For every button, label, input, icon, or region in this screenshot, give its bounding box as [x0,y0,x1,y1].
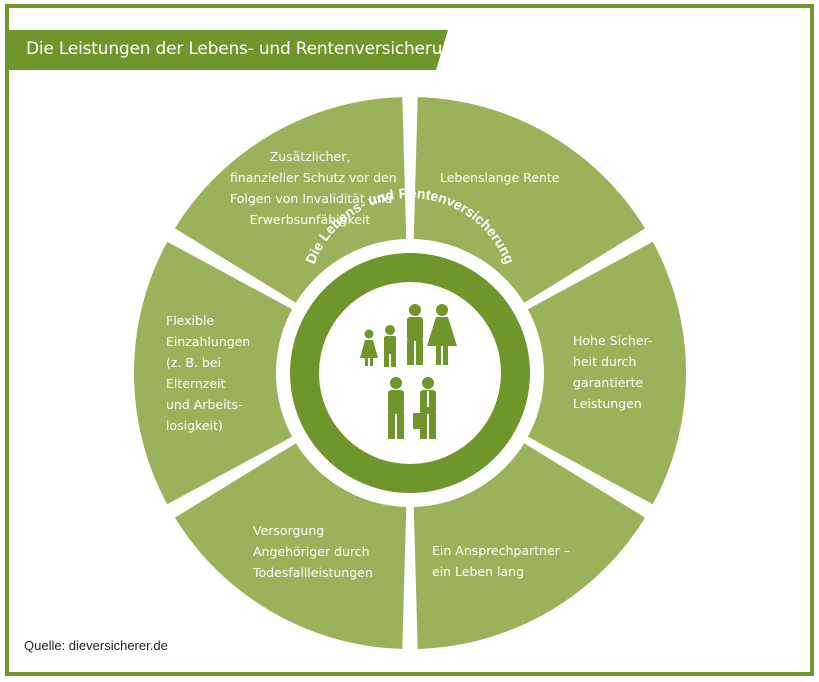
segment-label-dependents: Versorgung Angehöriger durch Todesfallle… [253,523,373,580]
segment-flexible [134,241,410,505]
business-people-icon [388,377,436,439]
title-banner [8,30,448,70]
segment-label-flexible: Flexible Einzahlungen (z. B. bei Elternz… [166,313,251,433]
family-icon [360,304,457,367]
source-note: Quelle: dieversicherer.de [24,638,168,653]
segment-label-security: Hohe Sicher- heit durch garantierte Leis… [573,333,653,411]
segment-label-contact: Ein Ansprechpartner – ein Leben lang [432,543,571,579]
segment-label-protection: Zusätzlicher, finanzieller Schutz vor de… [230,149,397,227]
segment-security [410,241,686,505]
page-title: Die Leistungen der Lebens- und Rentenver… [26,39,464,59]
center-disc [319,282,501,464]
segment-label-pension: Lebenslange Rente [440,170,560,185]
